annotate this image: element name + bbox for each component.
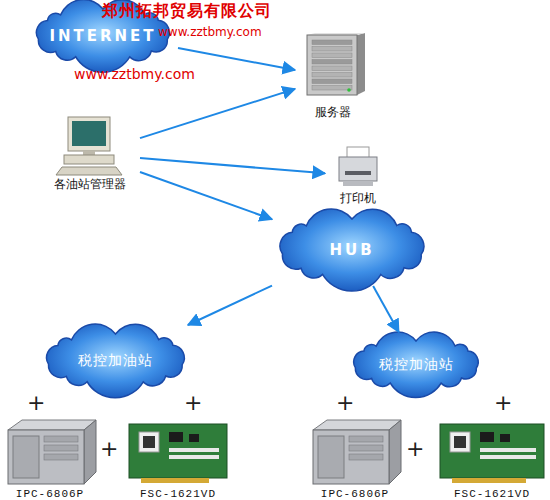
chassis-side (84, 420, 96, 484)
watermark-url: www.zztbmy.com (74, 66, 195, 82)
monitor-screen (72, 121, 106, 146)
edge-connector (141, 478, 209, 483)
cpu-board: FSC-1621VD (436, 416, 548, 500)
memory-slot (169, 448, 219, 452)
server-bay (312, 40, 352, 45)
device-illustration (305, 416, 405, 500)
chassis-top (313, 420, 401, 430)
arrow-connector (188, 286, 272, 325)
plus-sign: + (100, 436, 118, 461)
printer-slot (345, 171, 371, 175)
chassis-front (313, 430, 389, 484)
device-label: IPC-6806P (0, 488, 100, 500)
device-label: 打印机 (325, 190, 391, 207)
computer-icon: 各油站管理器 (40, 115, 140, 193)
ipc-chassis: IPC-6806P (0, 416, 100, 500)
drive-bay (44, 454, 78, 460)
monitor-body (68, 117, 110, 151)
drive-bay (349, 445, 383, 451)
device-label: 各油站管理器 (40, 176, 140, 193)
drive-bay (44, 445, 78, 451)
drive-bay (349, 454, 383, 460)
chip (500, 434, 510, 442)
chip (189, 434, 199, 442)
arrow-connector (140, 172, 272, 219)
plus-sign: + (184, 390, 202, 415)
device-label: IPC-6806P (305, 488, 405, 500)
pc-case (64, 155, 114, 164)
device-illustration (125, 416, 231, 500)
arrow-connector (178, 48, 295, 70)
plus-sign: + (27, 390, 45, 415)
device-label: FSC-1621VD (125, 488, 231, 500)
plus-sign: + (406, 436, 424, 461)
printer-icon: 打印机 (325, 145, 391, 207)
chip (169, 432, 183, 442)
memory-slot (480, 455, 536, 459)
chassis-side (389, 420, 401, 484)
device-illustration (0, 416, 100, 500)
cloud-label: 税控加油站 (345, 356, 487, 374)
front-door (13, 436, 39, 478)
watermark-company: 郑州拓邦贸易有限公司 (102, 1, 272, 22)
cpu-board: FSC-1621VD (125, 416, 231, 500)
station-cloud: 税控加油站 (38, 325, 193, 393)
device-label: FSC-1621VD (436, 488, 548, 500)
server-front (307, 35, 357, 95)
printer-body (339, 157, 377, 181)
cloud-label: INTERNET (28, 27, 178, 45)
server-bay (312, 66, 352, 71)
chip (480, 432, 494, 442)
server-bay (312, 47, 352, 52)
cpu-chip (454, 436, 466, 448)
plus-sign: + (336, 390, 354, 415)
plus-sign: + (494, 390, 512, 415)
front-door (318, 436, 344, 478)
chassis-top (8, 420, 96, 430)
pcb (129, 424, 227, 478)
hub-cloud: HUB (272, 210, 432, 286)
cpu-socket (139, 432, 159, 452)
server-bay (312, 79, 352, 84)
monitor-stand (83, 151, 95, 155)
edge-connector (452, 478, 526, 483)
server-bay (312, 73, 352, 78)
arrow-connector (140, 158, 325, 173)
memory-slot (480, 448, 536, 452)
server-icon: 服务器 (295, 33, 370, 121)
server-bay (312, 53, 352, 58)
printer-tray (343, 181, 373, 186)
server-bay (312, 60, 352, 65)
drive-bay (349, 436, 383, 442)
drive-bay (44, 436, 78, 442)
keyboard (56, 167, 122, 175)
ipc-chassis: IPC-6806P (305, 416, 405, 500)
cpu-chip (143, 436, 155, 448)
device-illustration (436, 416, 548, 500)
cloud-label: HUB (272, 241, 432, 259)
arrow-connector (140, 89, 295, 138)
station-cloud: 税控加油站 (345, 332, 487, 394)
cpu-socket (450, 432, 470, 452)
server-led (347, 88, 351, 92)
arrow-connector (373, 286, 399, 332)
server-bay (312, 86, 352, 91)
pcb (440, 424, 544, 478)
memory-slot (169, 455, 219, 459)
device-label: 服务器 (295, 104, 370, 121)
chassis-front (8, 430, 84, 484)
watermark-url: www.zztbmy.com (158, 25, 262, 39)
cloud-label: 税控加油站 (38, 352, 193, 370)
server-side (357, 33, 365, 95)
